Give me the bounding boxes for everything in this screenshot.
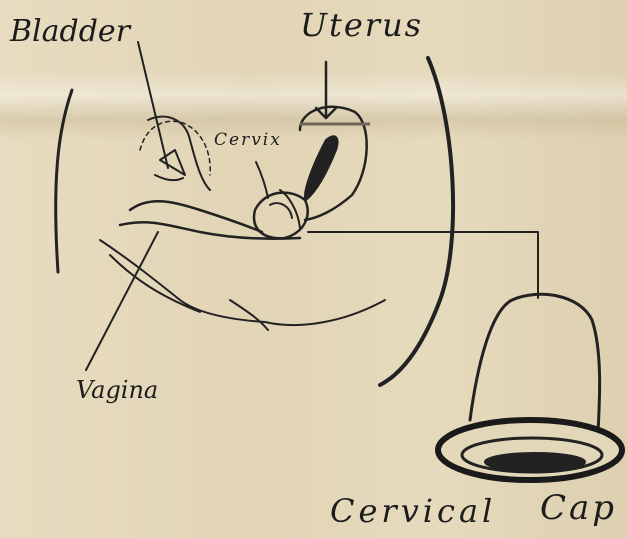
label-cervical: Cervical xyxy=(330,492,496,530)
vaginal-canal-upper xyxy=(130,201,262,232)
label-cap: Cap xyxy=(540,488,617,528)
vaginal-canal-lower xyxy=(120,222,300,238)
vagina-pointer-line xyxy=(86,232,158,370)
uterus-pointer-line xyxy=(316,62,336,118)
cervical-cap-opening xyxy=(485,453,585,471)
cap-connector-line xyxy=(308,232,538,298)
cervical-cap-dome xyxy=(470,294,600,432)
lower-body-curves xyxy=(100,240,385,330)
bladder-pointer-line xyxy=(138,42,168,168)
body-outline-left xyxy=(56,90,72,272)
label-uterus: Uterus xyxy=(300,6,423,44)
label-vagina: Vagina xyxy=(76,376,158,404)
label-bladder: Bladder xyxy=(10,14,130,49)
bladder-dashed-outline xyxy=(140,121,210,175)
body-outline-right xyxy=(380,58,453,385)
bladder-shape xyxy=(148,117,210,190)
label-cervix: Cervix xyxy=(214,130,282,150)
cervix-pointer-line xyxy=(256,162,268,198)
uterine-cavity xyxy=(305,136,338,200)
